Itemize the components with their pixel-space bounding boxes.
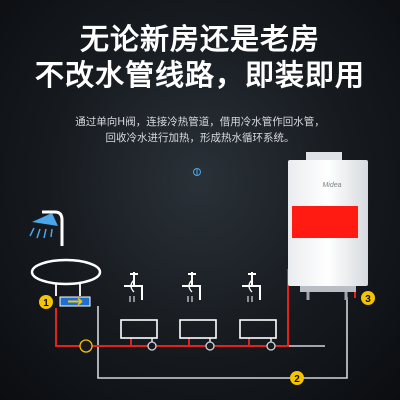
h-valve-icon xyxy=(59,296,91,307)
pipe-junction xyxy=(266,341,276,351)
marker-3: 3 xyxy=(361,291,375,305)
pipe-junction xyxy=(147,341,157,351)
shower-icon xyxy=(29,210,64,246)
faucet-3-icon xyxy=(239,272,277,339)
pipe-junction xyxy=(205,341,215,351)
faucet-2-icon xyxy=(179,272,217,339)
heater-brand-logo: Midea xyxy=(322,182,341,189)
marker-1: 1 xyxy=(39,295,53,309)
svg-text:3: 3 xyxy=(365,294,371,305)
pipe-junction xyxy=(79,339,93,353)
description-line-1: 通过单向H阀，连接冷热管道，借用冷水管作回水管， xyxy=(75,116,325,128)
svg-text:2: 2 xyxy=(294,374,300,385)
water-heater: Midea xyxy=(288,152,368,300)
crosshair-icon xyxy=(193,168,201,176)
headline-line-1: 无论新房还是老房 xyxy=(79,22,320,56)
headline-line-2: 不改水管线路，即装即用 xyxy=(34,58,365,92)
description-line-2: 回收冷水进行加热，形成热水循环系统。 xyxy=(105,132,295,144)
svg-text:1: 1 xyxy=(43,298,49,309)
faucet-1-icon xyxy=(120,272,158,339)
basin-icon xyxy=(30,258,102,286)
heater-display xyxy=(292,206,358,238)
marker-2: 2 xyxy=(290,371,304,385)
